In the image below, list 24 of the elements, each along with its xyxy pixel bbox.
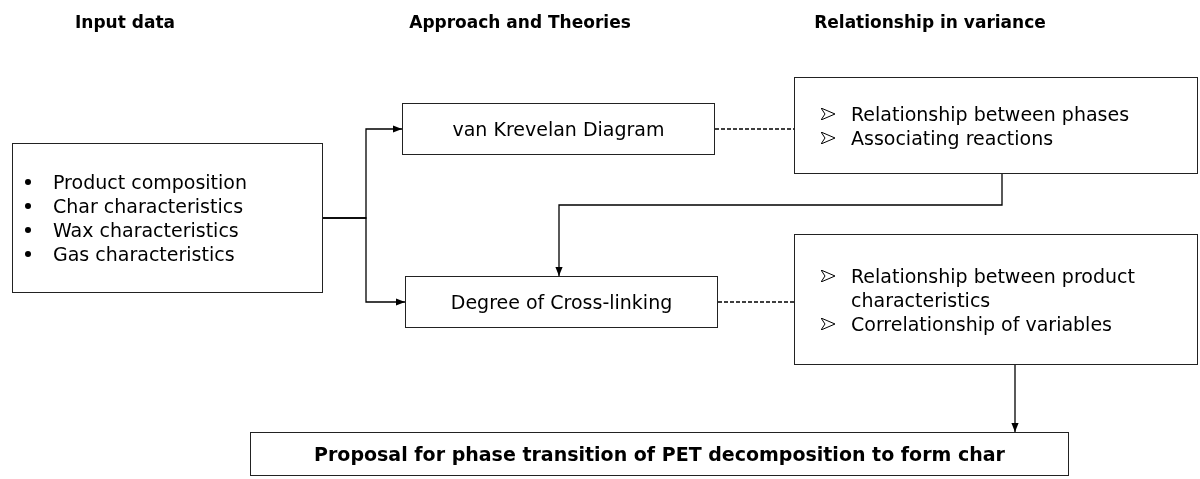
arrow bbox=[555, 173, 1003, 277]
column-heading: Input data bbox=[74, 11, 176, 34]
list-item: Gas characteristics bbox=[53, 242, 236, 266]
box-text: Proposal for phase transition of PET decomposition to form char bbox=[314, 441, 1005, 467]
process-box bbox=[12, 143, 323, 293]
list-item: Associating reactions bbox=[851, 125, 1055, 150]
process-box bbox=[402, 103, 715, 155]
dashed-connector bbox=[717, 301, 795, 303]
process-box bbox=[405, 276, 718, 328]
process-box bbox=[250, 432, 1069, 476]
list-item: Relationship between phases bbox=[851, 101, 1131, 126]
process-box bbox=[794, 77, 1198, 174]
list-item: Relationship between product characteristics bbox=[851, 263, 1136, 312]
list-item: Product composition bbox=[53, 170, 249, 194]
box-text: van Krevelan Diagram bbox=[452, 116, 665, 142]
column-heading: Approach and Theories bbox=[408, 11, 632, 34]
list-item: Correlationship of variables bbox=[851, 311, 1113, 336]
arrow bbox=[1011, 364, 1019, 433]
list-item: Wax characteristics bbox=[53, 218, 240, 242]
process-box bbox=[794, 234, 1198, 365]
arrow bbox=[322, 217, 406, 306]
box-text: Degree of Cross-linking bbox=[450, 289, 673, 315]
list-item: Char characteristics bbox=[53, 194, 245, 218]
column-heading: Relationship in variance bbox=[813, 11, 1047, 34]
